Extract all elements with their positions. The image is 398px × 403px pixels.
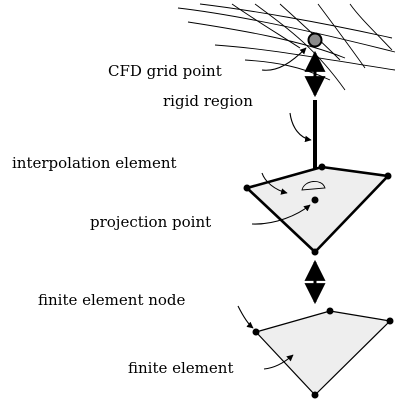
label-finite-element-node: finite element node [38,291,186,309]
rigid-region-pointer-arrow [289,112,312,143]
cfd-grid-line [177,7,396,53]
node [384,172,392,180]
finite-element-pointer-arrow [263,354,294,370]
node [386,317,394,325]
label-finite-element: finite element [128,359,233,377]
finite-element-node-pointer-arrow [237,305,254,329]
projection-point-pointer-arrow [251,204,311,225]
node [318,163,326,171]
interpolation-element-pointer-arrow [261,172,288,195]
label-interpolation-element: interpolation element [12,154,177,172]
node [243,184,251,192]
node [311,248,319,256]
cfd-grid-line [349,3,393,51]
label-projection-point: projection point [90,213,211,231]
label-rigid-region: rigid region [163,92,253,110]
projection-point [311,196,319,204]
cfd-grid-line [199,3,393,39]
node [326,307,334,315]
cfd-grid-line [187,21,346,59]
cfd-grid-point-pointer-arrow [261,47,307,71]
interpolation-element [245,165,390,254]
node [252,328,260,336]
cfd-grid-line [279,3,341,61]
finite-element-nodes [252,307,394,399]
projection-marker-icon [301,181,326,191]
node [311,391,319,399]
cfd-grid-point [307,32,323,48]
cfd-grid-line [317,3,366,69]
cfd-grid-line [254,3,346,91]
interpolation-element-nodes [243,163,392,256]
label-cfd-grid-point: CFD grid point [108,62,222,80]
finite-element [255,310,391,396]
cfd-grid-line [231,3,301,49]
cfd-grid-line [214,44,396,71]
